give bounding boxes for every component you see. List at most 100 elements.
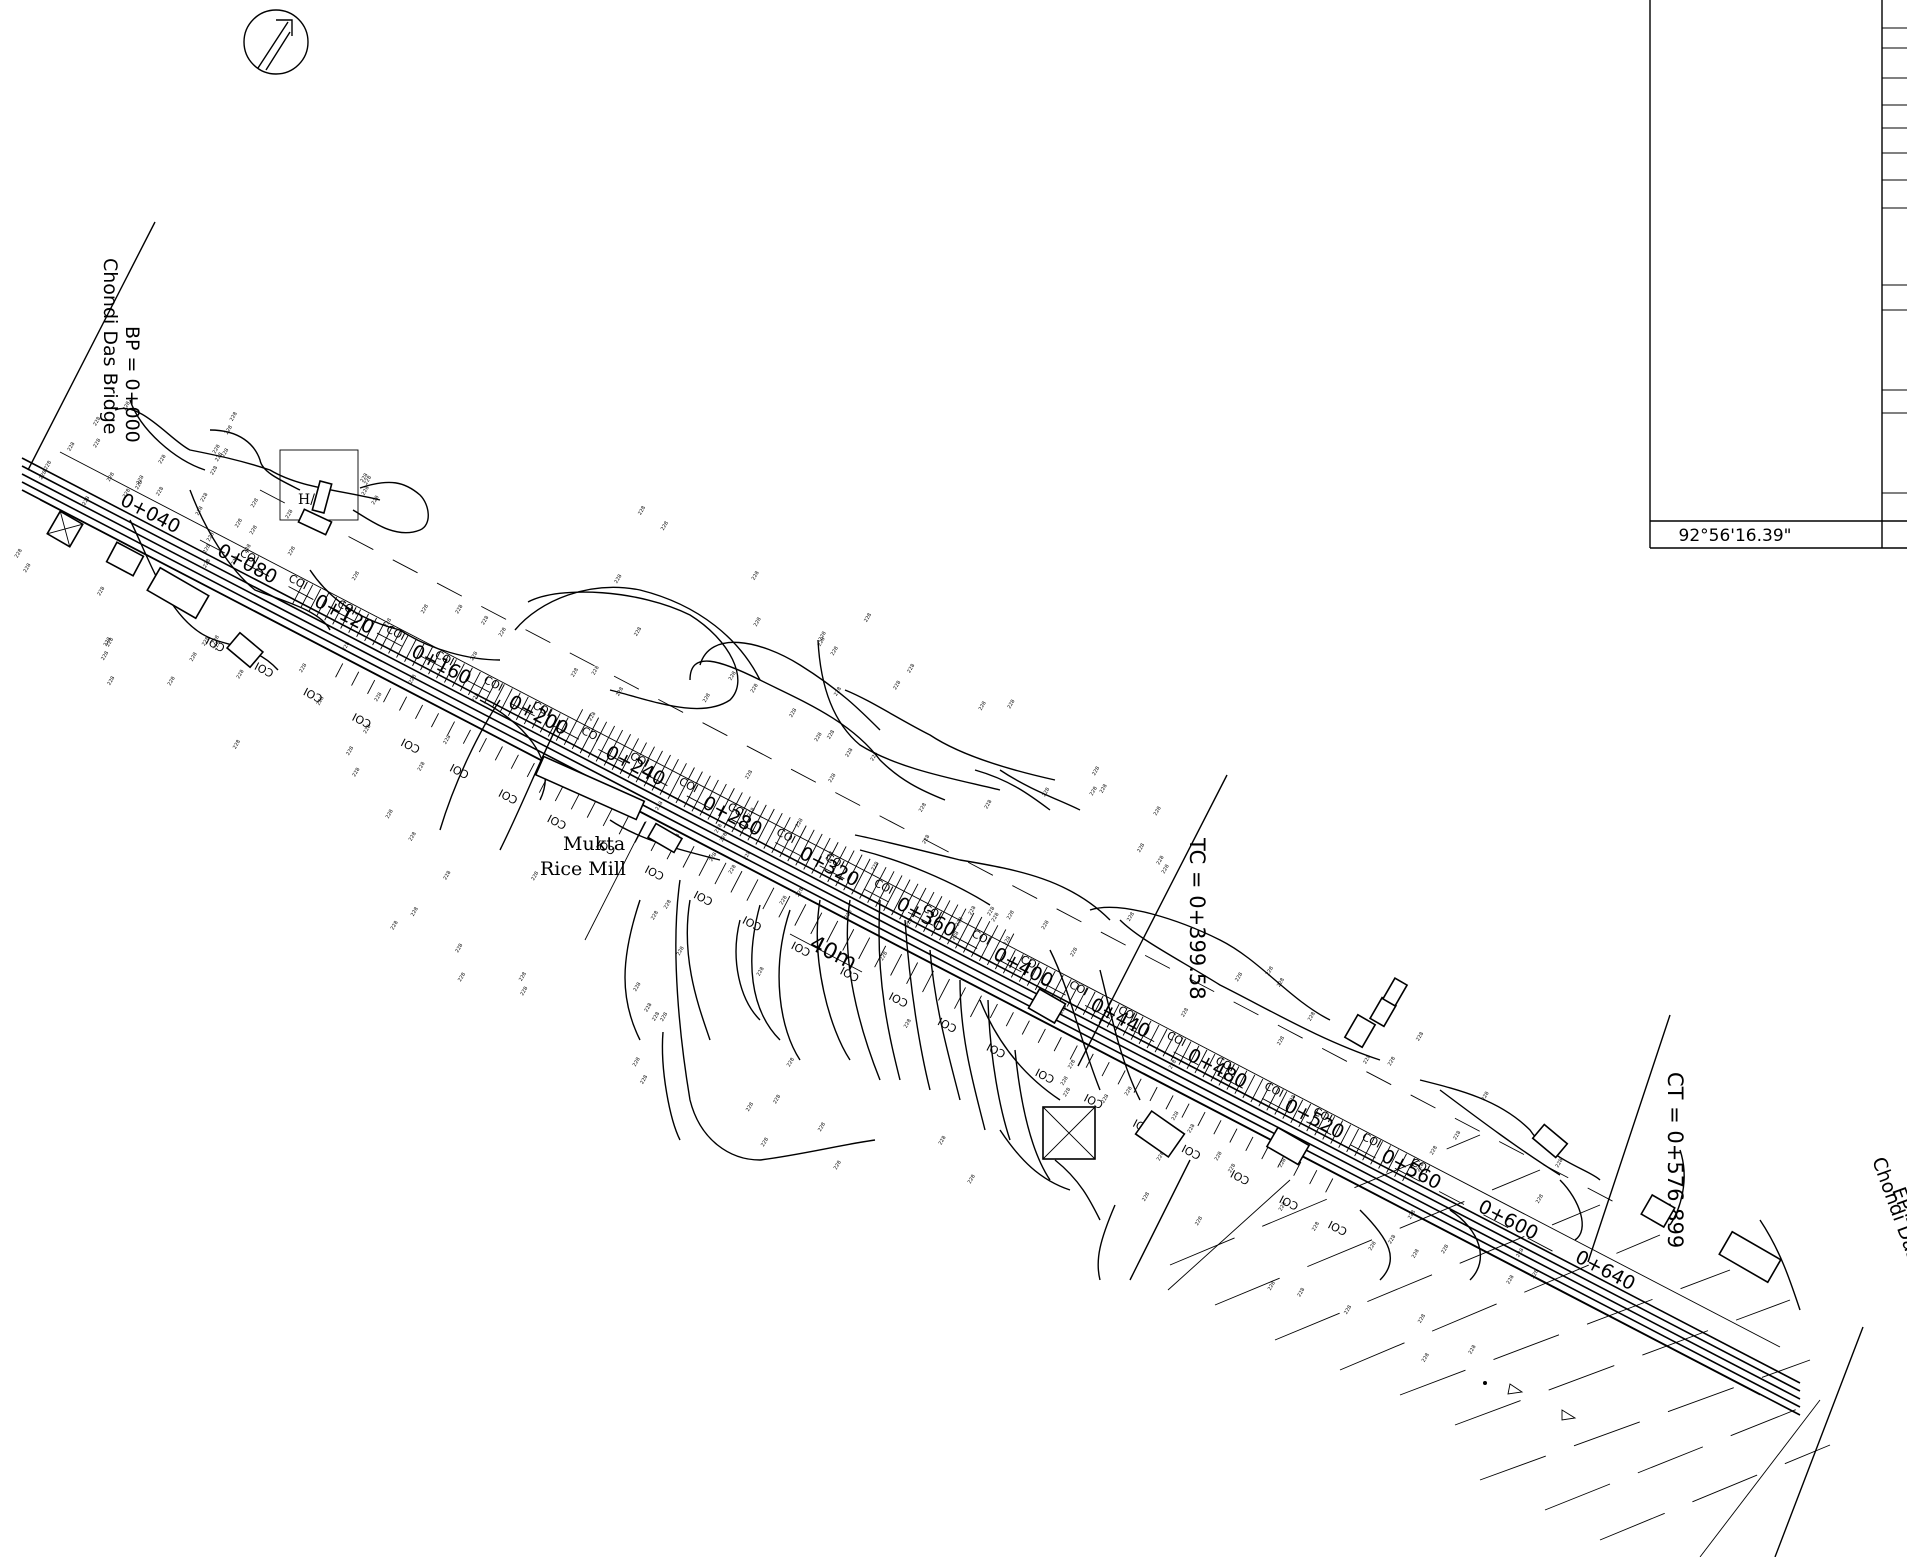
survey-point-label: 228 (1136, 842, 1146, 853)
coi-label: COI (286, 572, 309, 593)
survey-point-label: 228 (371, 495, 381, 506)
survey-point-label: 228 (1421, 1352, 1431, 1363)
river-line (1274, 1204, 1601, 1341)
survey-point-label: 228 (830, 646, 840, 657)
survey-point-label: 228 (1429, 1145, 1439, 1156)
survey-point-label: 228 (906, 663, 916, 674)
survey-point-label: 228 (454, 943, 464, 954)
survey-point-label: 228 (43, 460, 53, 471)
survey-point-label: 228 (751, 570, 761, 581)
chainage-label: 0+200 (505, 691, 572, 740)
coi-label: COI (497, 786, 520, 807)
survey-point-label: 228 (795, 887, 805, 898)
survey-point-label: 228 (408, 831, 418, 842)
survey-point-label: 228 (986, 906, 996, 917)
survey-point-label: 228 (1530, 1269, 1540, 1280)
survey-point-label: 228 (1187, 1123, 1197, 1134)
survey-point-label: 228 (135, 474, 145, 485)
survey-point-label: 228 (1362, 1054, 1372, 1065)
survey-point-label: 228 (587, 711, 597, 722)
survey-point-label: 228 (1124, 1086, 1134, 1097)
survey-point-label: 228 (214, 452, 224, 463)
river-line (1399, 1269, 1731, 1396)
survey-point-label: 228 (1307, 1011, 1317, 1022)
coi-label: COI (692, 888, 715, 909)
chainage-label: 0+600 (1475, 1196, 1542, 1245)
survey-point-label: 228 (220, 447, 230, 458)
survey-point-label: 228 (1161, 864, 1171, 875)
survey-point-label: 228 (209, 465, 219, 476)
survey-point-label: 228 (1452, 1130, 1462, 1141)
survey-point-label: 228 (779, 895, 789, 906)
survey-point-label: 228 (1287, 1094, 1297, 1105)
survey-point-label: 228 (22, 563, 32, 574)
survey-point-label: 228 (167, 676, 177, 687)
survey-point-label: 228 (316, 695, 326, 706)
survey-point-label: 228 (195, 506, 205, 517)
road-alignment (21, 451, 1801, 1416)
survey-point-label: 228 (663, 899, 673, 910)
survey-point-label: 228 (756, 966, 766, 977)
survey-point-label: 228 (442, 870, 452, 881)
survey-point-label: 228 (978, 701, 988, 712)
survey-point-label: 228 (639, 1074, 649, 1085)
survey-point-label: 228 (361, 485, 371, 496)
survey-point-label: 228 (921, 834, 931, 845)
coi-label: COI (741, 913, 764, 934)
survey-point-label: 228 (1227, 1163, 1237, 1174)
dim-40m-label: 40m (805, 931, 860, 976)
survey-point-label: 228 (1214, 1151, 1224, 1162)
survey-point-label: 228 (817, 636, 827, 647)
coi-label: COI (545, 811, 568, 832)
survey-point-label: 228 (744, 769, 754, 780)
survey-point-label: 228 (991, 912, 1001, 923)
survey-point-label: 228 (1234, 972, 1244, 983)
survey-point-label: 228 (1100, 1093, 1110, 1104)
survey-point-label: 228 (106, 472, 116, 483)
tc-line (1077, 774, 1228, 1067)
survey-point-label: 228 (201, 636, 211, 647)
chainage-label: 0+240 (602, 741, 669, 790)
contour-lines (114, 399, 1801, 1311)
survey-point-label: 228 (643, 1002, 653, 1013)
survey-point-label: 228 (1387, 1056, 1397, 1067)
river-line (1544, 1399, 1821, 1511)
coi-label: COI (579, 724, 602, 745)
survey-point-label: 228 (100, 650, 110, 661)
survey-point-label: 228 (122, 401, 132, 412)
survey-point-label: 228 (1368, 1241, 1378, 1252)
survey-point-label: 228 (229, 411, 239, 422)
survey-point-label: 228 (454, 604, 464, 615)
bp-line (27, 221, 156, 471)
survey-point-label: 228 (1535, 1193, 1545, 1204)
survey-point-label: 228 (1156, 855, 1166, 866)
survey-point-label: 228 (904, 917, 914, 928)
river-bank-lines (1167, 1134, 1831, 1557)
survey-point-label: 228 (105, 637, 115, 648)
survey-point-label: 228 (1267, 1281, 1277, 1292)
survey-point-label: 228 (206, 532, 216, 543)
survey-point-label: 228 (519, 986, 529, 997)
chainage-label: 0+360 (893, 893, 960, 942)
survey-point-label: 228 (1091, 766, 1101, 777)
survey-point-label: 228 (200, 492, 210, 503)
survey-point-label: 228 (96, 586, 106, 597)
bp-chainage-label: BP = 0+000 (121, 326, 143, 443)
survey-point-label: 228 (1156, 1151, 1166, 1162)
survey-point-label: 228 (1058, 1004, 1068, 1015)
chainage-label: 0+640 (1572, 1246, 1639, 1295)
survey-point-label: 228 (1060, 1075, 1070, 1086)
survey-point-label: 228 (341, 641, 351, 652)
survey-point-label: 228 (1296, 1287, 1306, 1298)
survey-point-label: 228 (1440, 1244, 1450, 1255)
survey-point-label: 228 (1141, 1191, 1151, 1202)
survey-point-label: 228 (134, 480, 144, 491)
survey-point-label: 228 (103, 636, 113, 647)
survey-point-label: 228 (659, 1011, 669, 1022)
survey-point-label: 228 (1041, 920, 1051, 931)
river-line (1454, 1299, 1791, 1426)
survey-point-label: 228 (955, 916, 965, 927)
ep-name-label: Chondi Das Bridge (1867, 1154, 1907, 1327)
survey-point-label: 228 (728, 864, 738, 875)
title-block-rows (1882, 27, 1907, 494)
